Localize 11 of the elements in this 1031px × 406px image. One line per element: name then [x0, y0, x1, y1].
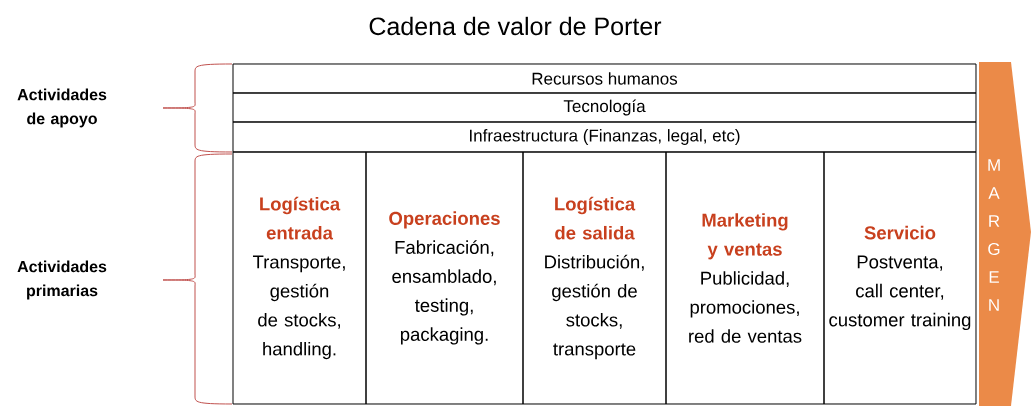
activity-column: Servicio Postventa, call center, customer training [823, 151, 977, 405]
activity-column: Operaciones Fabricación, ensamblado, testing, packaging. [365, 151, 524, 405]
activity-column: Logística entrada Transporte, gestión de stocks, handling. [232, 151, 367, 405]
support-band: Tecnología [232, 92, 977, 123]
group-label: Actividades primarias [17, 260, 107, 300]
support-band: Infraestructura (Finanzas, legal, etc) [232, 121, 977, 153]
title: Cadena de valor de Porter [369, 16, 662, 36]
support-band: Recursos humanos [232, 63, 977, 94]
activity-column: Logística de salida Distribución, gestión de stocks, transporte [522, 151, 667, 405]
group-label: Actividades de apoyo [17, 88, 107, 128]
activity-column: Marketing y ventas Publicidad, promociones, red de ventas [665, 151, 825, 405]
